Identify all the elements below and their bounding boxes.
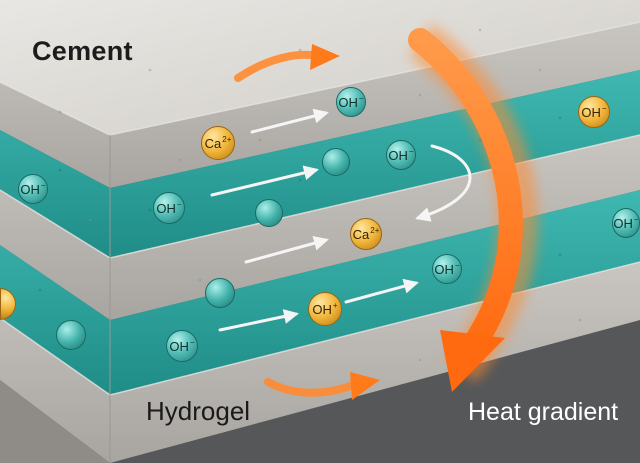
water-molecule xyxy=(56,320,86,350)
hydroxide-ion: OH− xyxy=(612,208,640,238)
water-molecule xyxy=(205,278,235,308)
hydroxide-ion: OH− xyxy=(386,140,416,170)
water-molecule xyxy=(255,199,283,227)
flow-arrow xyxy=(250,108,329,134)
hydroxide-ion: OH− xyxy=(432,254,462,284)
cement-label: Cement xyxy=(32,36,133,66)
flow-arrow xyxy=(244,235,329,264)
hydrogel-label: Hydrogel xyxy=(146,396,251,426)
cement-layer-1 xyxy=(0,22,640,188)
ion-flow-arrows xyxy=(210,108,472,332)
heat-flow-arrows xyxy=(234,44,380,400)
flow-arrow xyxy=(344,278,419,304)
flow-arrow xyxy=(210,165,319,197)
flow-arrow xyxy=(218,309,299,332)
heat-gradient-arrow xyxy=(408,23,538,392)
hydroxide-ion: OH− xyxy=(18,174,48,204)
hydroxide-ion: OH− xyxy=(166,330,198,362)
curved-flow-arrow xyxy=(415,144,472,222)
hydroxide-ion: OH− xyxy=(153,192,185,224)
hydroxide-ion-positive: OH+ xyxy=(308,292,342,326)
cement-layer-2 xyxy=(0,135,640,320)
hydroxide-ion: OH− xyxy=(336,87,366,117)
cement-top-surface xyxy=(0,0,640,135)
water-molecule xyxy=(322,148,350,176)
hydroxide-ion-gold: OH− xyxy=(578,96,610,128)
heat-gradient-label: Heat gradient xyxy=(468,398,619,426)
